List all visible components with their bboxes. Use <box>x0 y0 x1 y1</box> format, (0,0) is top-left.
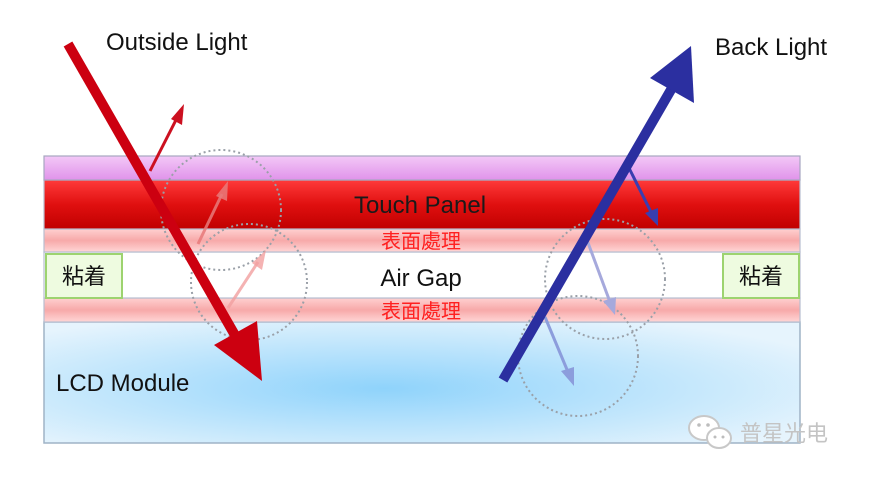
air-gap-label: Air Gap <box>380 265 461 292</box>
lcd-module-label: LCD Module <box>56 370 189 397</box>
adhesive-right-label: 粘着 <box>739 265 783 290</box>
watermark: 普星光电 <box>688 415 828 449</box>
reflection-circle-bottom-right <box>517 295 639 417</box>
watermark-text: 普星光电 <box>740 422 828 447</box>
lcd-module-layer <box>43 321 801 444</box>
back-light-reflections <box>543 165 658 386</box>
adhesive-left-block <box>45 253 123 299</box>
wechat-icon <box>688 415 732 449</box>
reflection-circle-top-left <box>160 149 282 271</box>
back-light-arrow <box>498 46 694 383</box>
back-light-label: Back Light <box>715 34 827 61</box>
adhesive-right-block <box>722 253 800 299</box>
adhesive-left-label: 粘着 <box>62 265 106 290</box>
reflection-circle-mid-right <box>544 218 666 340</box>
surface-treatment-bottom-layer <box>43 297 801 323</box>
outside-light-label: Outside Light <box>106 29 248 56</box>
surface-treatment-top-label: 表面處理 <box>381 229 461 253</box>
outside-light-arrow <box>63 41 262 381</box>
touch-panel-label: Touch Panel <box>354 192 486 219</box>
outside-light-reflections <box>148 104 266 309</box>
top-film-layer <box>43 155 801 181</box>
surface-treatment-bottom-label: 表面處理 <box>381 299 461 323</box>
